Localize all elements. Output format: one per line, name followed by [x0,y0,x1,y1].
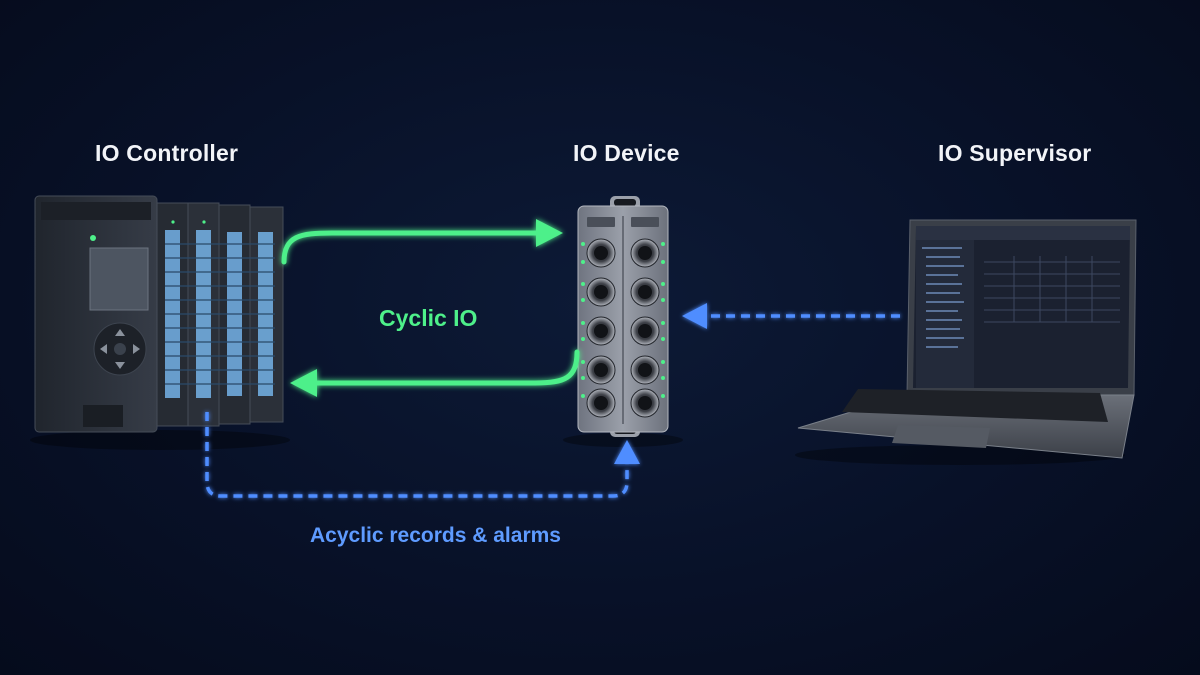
cyclic-io-label: Cyclic IO [379,305,478,331]
acyclic-flow [205,412,640,498]
cyclic-io-arrow-to-device [281,230,543,265]
laptop-icon [795,219,1137,465]
supervisor-link-flow [682,303,900,329]
plc-controller-icon [30,195,290,450]
acyclic-records-label: Acyclic records & alarms [310,524,561,547]
io-supervisor-title: IO Supervisor [938,140,1092,166]
io-block-icon [563,196,683,447]
io-device-title: IO Device [573,140,680,166]
cyclic-io-arrowhead-left [290,369,317,397]
cyclic-io-flow [281,219,580,397]
acyclic-arrow-controller-to-device [205,412,629,498]
cyclic-io-arrow-to-controller [309,349,580,386]
acyclic-arrowhead-up [614,440,640,464]
io-controller-title: IO Controller [95,140,239,166]
supervisor-arrowhead-left [682,303,707,329]
cyclic-io-arrowhead-right [536,219,563,247]
